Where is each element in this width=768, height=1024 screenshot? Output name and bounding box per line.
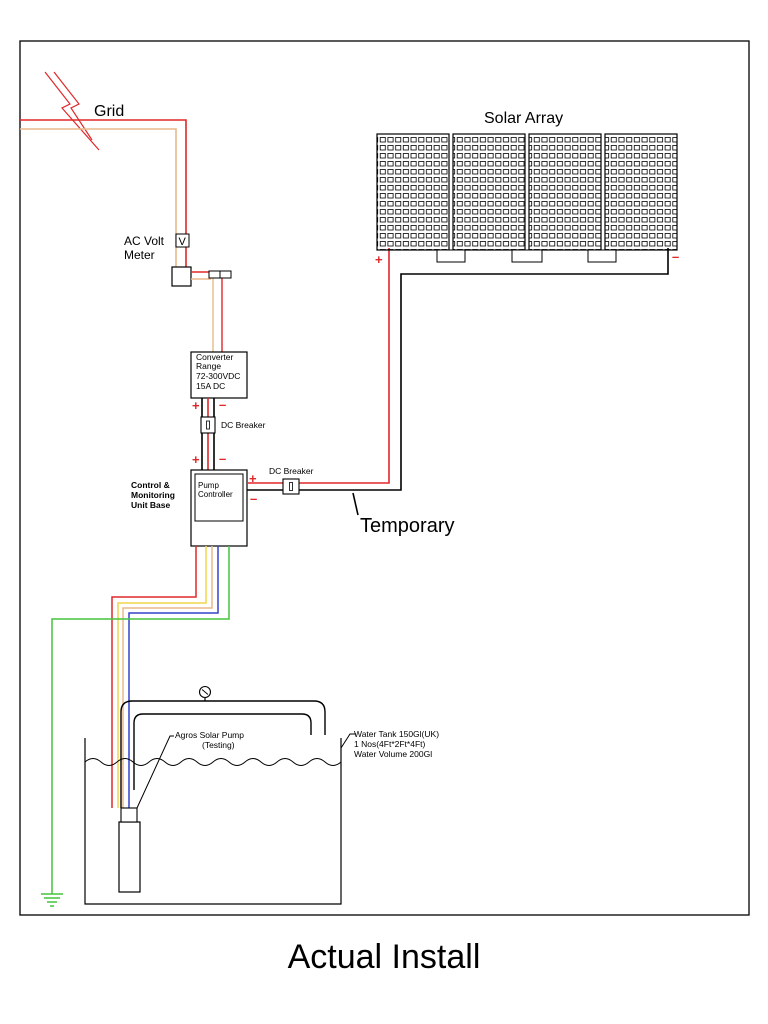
ac-volt-label: AC Volt — [124, 234, 165, 248]
water-surface — [84, 758, 342, 766]
solar-array-label: Solar Array — [484, 110, 563, 127]
solar-panel-2 — [452, 133, 526, 251]
grid-label: Grid — [94, 103, 124, 120]
meter-label: Meter — [124, 248, 155, 262]
solar-panel-1 — [376, 133, 450, 251]
solar-pump-body — [118, 821, 141, 893]
pump-controller-label-2: Controller — [198, 490, 233, 499]
dc-breaker-1-label: DC Breaker — [221, 420, 266, 430]
volt-symbol: V — [179, 236, 187, 248]
meter-output-wires — [191, 271, 223, 352]
pump-label-1: Agros Solar Pump — [175, 730, 244, 740]
water-tank — [84, 738, 342, 905]
controller-top-minus: – — [219, 451, 226, 466]
solar-array — [376, 133, 678, 263]
grid-lightning-icon — [44, 71, 100, 151]
breaker-toggle-icon — [206, 420, 210, 430]
ground-icon — [41, 893, 63, 907]
pump-leader-line — [136, 735, 174, 809]
dc-breaker-2-icon — [282, 478, 300, 495]
pump-label-2: (Testing) — [202, 740, 235, 750]
solar-panel-4 — [604, 133, 678, 251]
pump-cables — [51, 546, 230, 894]
converter-label-2: Range — [196, 361, 221, 371]
converter-minus: – — [219, 397, 226, 412]
dc-breaker-2-label: DC Breaker — [269, 466, 314, 476]
diagram-border — [19, 40, 750, 916]
converter-label-1: Converter — [196, 352, 233, 362]
controller-right-plus: + — [249, 471, 257, 486]
tank-leader-line — [340, 733, 356, 749]
pump-controller-box — [194, 473, 244, 522]
controller-right-minus: – — [250, 491, 257, 506]
panel-junction-2 — [511, 249, 543, 263]
solar-pump-head — [120, 807, 138, 823]
volt-meter-icon — [175, 233, 190, 248]
terminal-connector-icon — [208, 270, 232, 279]
dc-output-wires — [201, 398, 215, 470]
panel-junction-3 — [587, 249, 617, 263]
solar-plus: + — [375, 252, 383, 267]
converter-label-4: 15A DC — [196, 381, 225, 391]
grid-supply-wires — [20, 119, 187, 267]
solar-minus: – — [672, 249, 679, 264]
ac-volt-meter-box — [171, 266, 192, 287]
tank-label-2: 1 Nos(4Ft*2Ft*4Ft) — [354, 739, 425, 749]
solar-panel-3 — [528, 133, 602, 251]
pump-controller-label-1: Pump — [198, 481, 219, 490]
temporary-label: Temporary — [360, 515, 454, 537]
control-label-3: Unit Base — [131, 500, 170, 510]
control-label-2: Monitoring — [131, 490, 175, 500]
gauge-needle — [201, 689, 209, 695]
controller-top-plus: + — [192, 452, 200, 467]
control-label-1: Control & — [131, 480, 170, 490]
converter-label-3: 72-300VDC — [196, 371, 240, 381]
converter-box — [190, 351, 248, 399]
breaker-toggle-icon — [289, 482, 293, 491]
outlet-pipe — [120, 700, 326, 808]
converter-plus: + — [192, 398, 200, 413]
tank-label-1: Water Tank 150Gl(UK) — [354, 729, 439, 739]
diagram-caption: Actual Install — [287, 938, 481, 976]
tank-label-3: Water Volume 200Gl — [354, 749, 432, 759]
panel-junction-1 — [436, 249, 466, 263]
dc-breaker-1-icon — [200, 416, 216, 434]
